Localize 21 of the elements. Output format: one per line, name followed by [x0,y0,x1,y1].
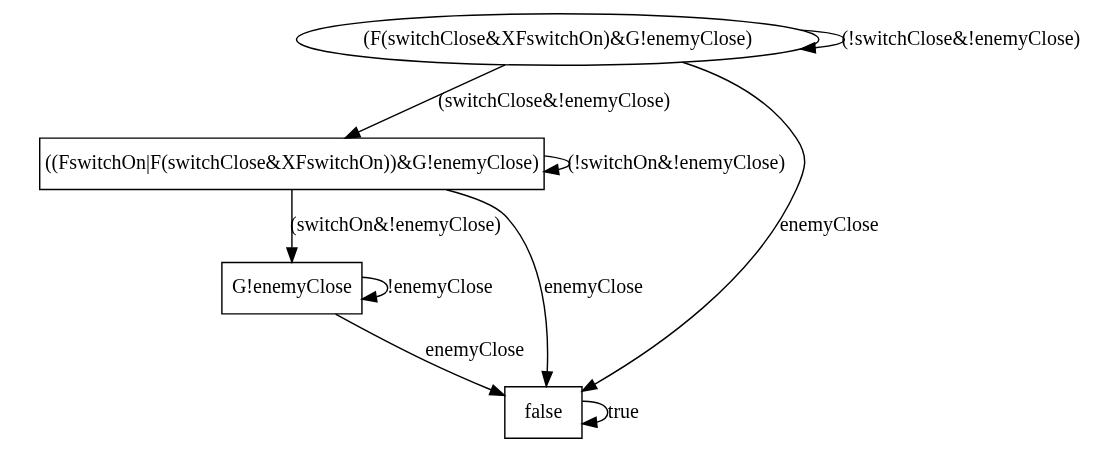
arrow [445,188,553,389]
edge-label: !enemyClose [386,275,493,298]
node-box: G!enemyClose [220,261,363,315]
arrow [541,155,571,176]
edge-label: enemyClose [543,275,643,298]
node-box: false [503,386,583,439]
edge-label: enemyClose [424,337,524,360]
edge-label: (switchClose&!enemyClose) [437,88,670,111]
edge-label: (!switchClose&!enemyClose) [840,26,1080,49]
arrow [342,64,506,139]
edge-label: true [607,399,639,422]
arrow [285,189,298,265]
node-box: ((FswitchOn|F(switchClose&XFswitchOn))&G!enemyClose) [38,137,545,191]
node-ellipse: (F(switchClose&XFswitchOn)&G!enemyClose) [295,13,820,66]
arrow [579,400,608,429]
arrow [798,29,845,54]
arrow [579,61,805,393]
edge-label: (!switchOn&!enemyClose) [566,151,785,174]
arrow [359,276,388,303]
arrow [334,313,506,397]
edge-label: enemyClose [779,213,879,236]
